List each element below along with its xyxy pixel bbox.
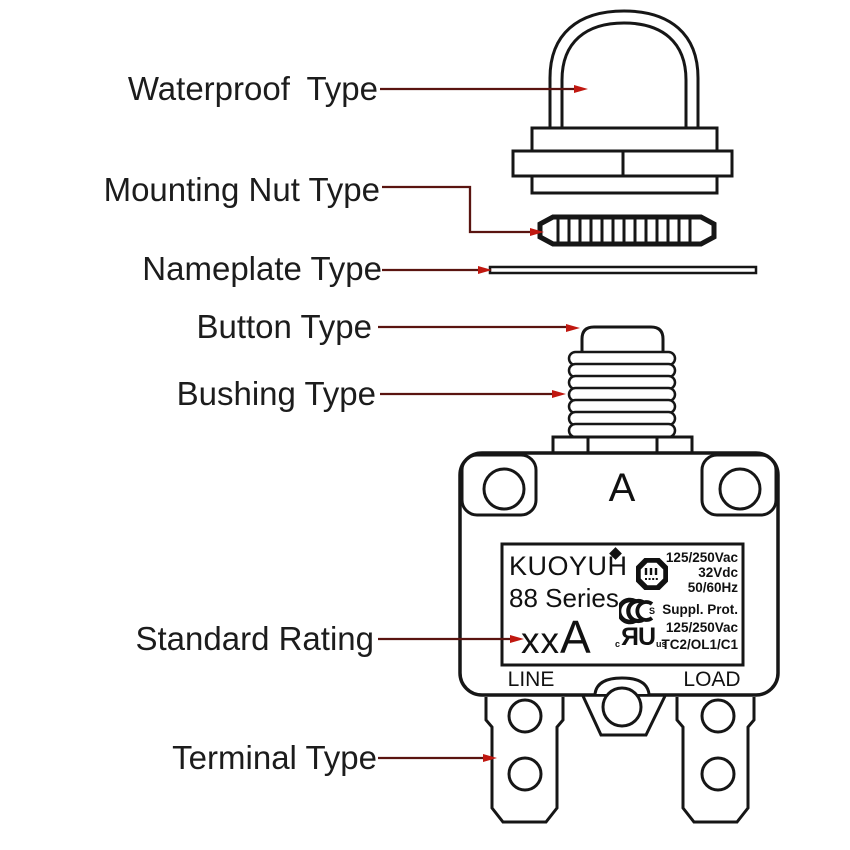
screw-hole-right (718, 467, 762, 511)
brand-name: KUOYUH (509, 551, 628, 581)
spec-line: TC2/OL1/C1 (661, 637, 738, 652)
spec-line: 125/250Vac (665, 550, 738, 565)
callout-mounting-nut-type: Mounting Nut Type (103, 171, 380, 208)
terminal-hole (507, 698, 543, 734)
terminal-blades (484, 697, 756, 824)
mounting-ears (460, 453, 778, 517)
load-terminal-label: LOAD (683, 668, 741, 691)
ccc-s-mark: S (649, 606, 656, 616)
ul-small-us: us (656, 639, 667, 649)
terminal-hole (507, 756, 543, 792)
rating-placeholder: xx (521, 620, 560, 661)
leader-mounting-nut (382, 185, 532, 234)
callout-bushing-type: Bushing Type (176, 375, 376, 412)
body-top-marking: A (608, 466, 636, 510)
specs-secondary: Suppl. Prot. 125/250Vac TC2/OL1/C1 (608, 601, 738, 654)
spec-line: Suppl. Prot. (662, 602, 738, 617)
spec-line: 125/250Vac (665, 619, 738, 635)
spec-line: 50/60Hz (687, 580, 738, 595)
rating-unit: A (560, 611, 591, 663)
waterproof-cap (511, 9, 734, 195)
callout-nameplate-type: Nameplate Type (142, 250, 382, 287)
callout-terminal-type: Terminal Type (172, 739, 377, 776)
ul-recognized-icon: c ЯU us (615, 623, 667, 651)
spec-line: 32Vdc (698, 565, 738, 580)
ul-small-c: c (615, 639, 621, 649)
ccc-cert-icon (619, 597, 654, 625)
leader-arrowheads (478, 85, 588, 762)
reset-button (580, 325, 665, 352)
terminal-hole (700, 756, 736, 792)
callout-button-type: Button Type (196, 308, 372, 345)
mounting-nut (537, 214, 717, 247)
callout-waterproof-type: Waterproof Type (127, 70, 378, 107)
callout-standard-rating: Standard Rating (135, 620, 375, 657)
bushing-threads (567, 350, 677, 439)
center-boss (581, 676, 667, 737)
screw-hole-left (482, 467, 526, 511)
series-name: 88 Series (509, 583, 619, 613)
octagon-cert-icon (636, 558, 668, 590)
line-terminal-label: LINE (507, 668, 555, 691)
nameplate-strip (488, 265, 758, 275)
specs-primary: 125/250Vac 32Vdc 50/60Hz (608, 550, 738, 595)
ul-ru-glyph: ЯU (621, 623, 656, 651)
terminal-hole (700, 698, 736, 734)
leader-lines (378, 87, 576, 760)
